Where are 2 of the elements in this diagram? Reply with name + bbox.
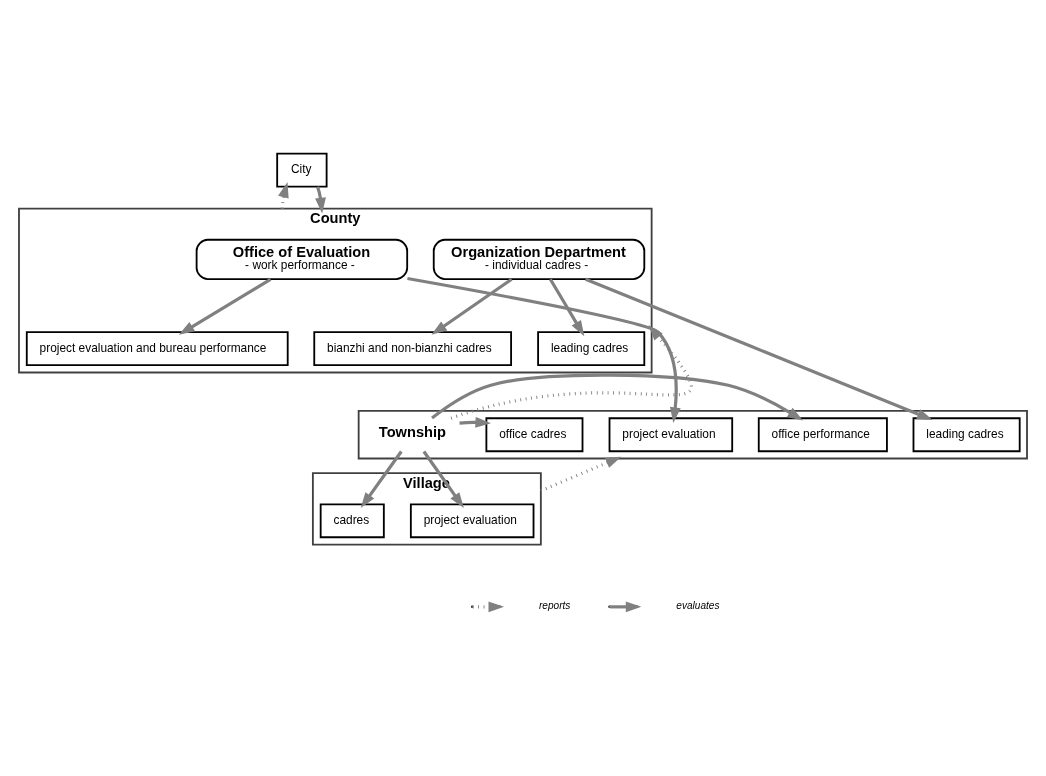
legend-label: reports bbox=[539, 599, 571, 611]
legend-label: evaluates bbox=[676, 599, 720, 611]
